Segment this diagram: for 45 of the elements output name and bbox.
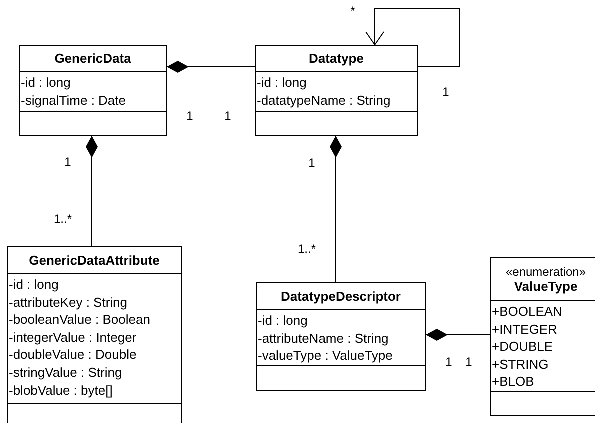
attribute-text: -id : long bbox=[8, 276, 59, 294]
class-name: Datatype bbox=[309, 51, 364, 66]
multiplicity-label: 1 bbox=[224, 109, 232, 123]
attribute-text: +INTEGER bbox=[491, 320, 558, 338]
multiplicity-label: 1 bbox=[446, 355, 452, 369]
class-box bbox=[19, 45, 167, 136]
composition-connector bbox=[426, 329, 490, 341]
class-name: GenericData bbox=[54, 51, 132, 66]
multiplicity-label: 1 bbox=[186, 109, 194, 123]
multiplicity-label: 1 bbox=[308, 156, 316, 170]
attribute-text: +BLOB bbox=[491, 373, 534, 391]
class-name: ValueType bbox=[514, 278, 578, 294]
composition-connector bbox=[86, 136, 98, 246]
class-box bbox=[255, 45, 418, 136]
class-box bbox=[490, 257, 595, 416]
class-box bbox=[256, 282, 426, 391]
attribute-text: -id : long bbox=[257, 312, 308, 330]
class-box bbox=[7, 246, 182, 423]
attribute-text: -attributeKey : String bbox=[8, 294, 128, 312]
composition-connector bbox=[330, 136, 342, 282]
association-arrow bbox=[366, 8, 460, 68]
stereotype-label: «enumeration» bbox=[506, 264, 586, 278]
attribute-text: -datatypeName : String bbox=[256, 92, 391, 110]
attribute-text: -booleanValue : Boolean bbox=[8, 311, 150, 329]
attribute-text: -integerValue : Integer bbox=[8, 328, 137, 346]
attribute-text: -blobValue : byte[] bbox=[8, 382, 113, 400]
attribute-text: -id : long bbox=[256, 74, 307, 92]
attribute-text: +BOOLEAN bbox=[491, 303, 562, 321]
multiplicity-label: 1 bbox=[64, 155, 72, 169]
attribute-text: -signalTime : Date bbox=[20, 92, 126, 110]
attribute-text: -attributeName : String bbox=[257, 330, 389, 348]
class-name: GenericDataAttribute bbox=[29, 252, 160, 268]
multiplicity-label: 1..* bbox=[298, 242, 316, 256]
multiplicity-label: 1 bbox=[442, 85, 450, 99]
attribute-text: +DOUBLE bbox=[491, 338, 554, 356]
attribute-text: -stringValue : String bbox=[8, 364, 122, 382]
attribute-text: -doubleValue : Double bbox=[8, 346, 137, 364]
class-name: DatatypeDescriptor bbox=[281, 288, 401, 304]
attribute-text: -id : long bbox=[20, 74, 71, 92]
composition-connector bbox=[166, 61, 256, 73]
multiplicity-label: 1 bbox=[466, 355, 472, 369]
multiplicity-label: * bbox=[350, 4, 356, 18]
multiplicity-label: 1..* bbox=[54, 212, 72, 226]
attribute-text: +STRING bbox=[491, 356, 549, 374]
attribute-text: -valueType : ValueType bbox=[257, 347, 393, 365]
